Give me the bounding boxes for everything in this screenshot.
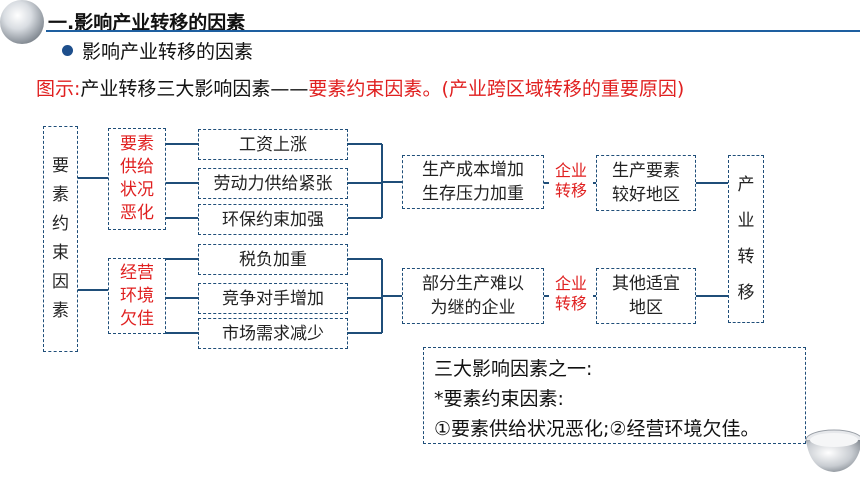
result-cost-box: 生产成本增加 生存压力加重 [402,155,544,209]
caption-note: 。(产业跨区域转移的重要原因) [422,78,685,100]
factor-box: 工资上涨 [198,129,348,160]
industry-transfer-box: 产 业 转 移 [728,155,764,323]
root-char: 束 [52,243,69,263]
factor-box: 竞争对手增加 [198,283,348,314]
dest-factor-region-box: 生产要素 较好地区 [596,155,696,211]
caption-highlight: 要素约束因素 [308,78,423,100]
group-line: 要素 [120,134,154,154]
final-char: 移 [737,283,755,303]
root-char: 素 [52,185,69,205]
figure-caption: 图示:产业转移三大影响因素——要素约束因素。(产业跨区域转移的重要原因) [36,74,684,101]
dest-line: 较好地区 [612,185,680,205]
transfer-label-line: 转移 [554,181,587,200]
factor-label: 工资上涨 [239,134,307,155]
factor-box: 环保约束加强 [198,204,348,235]
caption-label: 图示: [36,78,81,100]
result-line: 生存压力加重 [422,184,524,204]
result-enterprise-box: 部分生产难以 为继的企业 [402,268,544,324]
final-char: 转 [737,247,755,267]
dest-line: 生产要素 [612,161,680,181]
dest-other-region-box: 其他适宜 地区 [596,268,696,324]
root-char: 要 [52,156,69,176]
transfer-label-line: 转移 [554,294,587,313]
factor-box: 市场需求减少 [198,318,348,349]
group-environment-box: 经营 环境 欠佳 [108,258,166,334]
summary-line-1: 三大影响因素之一: [434,358,593,380]
result-line: 为继的企业 [430,298,516,318]
summary-line-3: ①要素供给状况恶化;②经营环境欠佳。 [434,418,760,440]
group-line: 恶化 [120,203,154,223]
group-line: 供给 [120,157,154,177]
transfer-label-line: 企业 [554,274,587,293]
transfer-label-line: 企业 [554,161,587,180]
factor-label: 劳动力供给紧张 [213,173,333,194]
root-box: 要 素 约 束 因 素 [43,126,78,352]
dest-line: 地区 [629,298,663,318]
section-heading: 影响产业转移的因素 [82,41,254,63]
root-char: 因 [52,272,69,292]
factor-box: 税负加重 [198,244,348,275]
bullet-dot-icon [62,45,73,56]
final-char: 业 [737,211,755,231]
group-supply-box: 要素 供给 状况 恶化 [108,128,166,230]
transfer-label: 企业 转移 [549,161,593,201]
factor-box: 劳动力供给紧张 [198,168,348,199]
result-line: 部分生产难以 [422,274,524,294]
title-underline [46,30,860,32]
transfer-label: 企业 转移 [549,274,593,314]
group-line: 经营 [120,262,154,283]
root-char: 约 [52,214,69,234]
dest-line: 其他适宜 [612,274,680,294]
decorative-bowl-icon [805,429,860,472]
summary-line-2: *要素约束因素: [434,388,564,410]
page-title: 一.影响产业转移的因素 [48,12,246,34]
summary-box: 三大影响因素之一: *要素约束因素: ①要素供给状况恶化;②经营环境欠佳。 [423,347,806,444]
title-bar: 一.影响产业转移的因素 [46,4,860,34]
result-line: 生产成本增加 [422,160,524,180]
final-char: 产 [737,175,755,195]
factor-label: 环保约束加强 [222,209,324,230]
factor-label: 市场需求减少 [222,323,324,344]
group-line: 欠佳 [120,308,154,329]
group-line: 环境 [120,285,154,306]
caption-text: 产业转移三大影响因素—— [80,78,309,100]
factor-label: 竞争对手增加 [222,288,324,309]
root-char: 素 [52,301,69,321]
factor-label: 税负加重 [239,249,307,270]
group-line: 状况 [120,180,154,200]
globe-logo-icon [0,0,44,44]
